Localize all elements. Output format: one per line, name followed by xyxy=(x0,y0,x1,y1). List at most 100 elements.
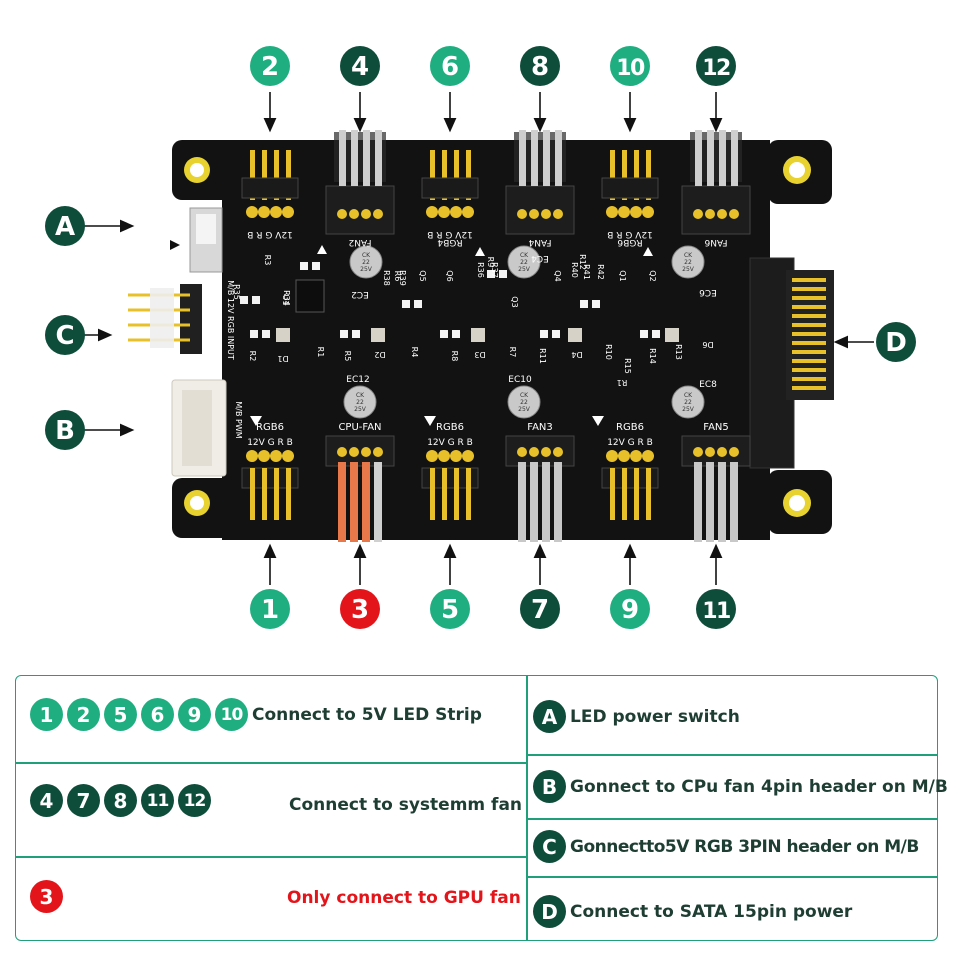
resistor-designator: R36 xyxy=(476,262,485,278)
header-label: CPU-FAN xyxy=(338,422,381,433)
header-pin xyxy=(374,462,382,542)
callout-circle xyxy=(520,589,560,629)
rgb-header-top[interactable] xyxy=(241,150,299,218)
led-power-switch[interactable] xyxy=(170,207,223,273)
header-pin xyxy=(622,468,627,520)
callout-circle xyxy=(340,46,380,86)
header-pin xyxy=(610,468,615,520)
pin-row-label: 12V G R B xyxy=(247,438,293,448)
rgb-led xyxy=(371,328,385,342)
callout-top: 8 xyxy=(520,46,560,86)
legend-badge: 5 xyxy=(104,698,137,731)
solder-pad xyxy=(606,206,618,218)
legend-table xyxy=(15,675,938,941)
rgb-header-top[interactable] xyxy=(601,150,659,218)
sata-power-connector[interactable] xyxy=(749,257,834,469)
callout-bottom: 7 xyxy=(520,589,560,629)
solder-pad xyxy=(246,450,258,462)
legend-group-system-fan: 4 7 8 11 12 xyxy=(30,784,215,817)
smd-pad xyxy=(640,330,648,338)
header-pin xyxy=(646,468,651,520)
rgb-input-header[interactable] xyxy=(128,284,202,354)
callout-circle xyxy=(876,322,916,362)
capacitor-designator: EC4 xyxy=(531,253,549,263)
legend-badge: 3 xyxy=(30,880,63,913)
solder-pad xyxy=(529,209,539,219)
pin1-marker xyxy=(250,416,262,426)
header-pin xyxy=(622,150,627,200)
solder-pad xyxy=(705,209,715,219)
resistor-designator: R4 xyxy=(410,347,419,358)
solder-pad xyxy=(462,206,474,218)
rgb-header-bottom[interactable] xyxy=(601,450,659,520)
capacitor-label: CK xyxy=(356,392,365,399)
solder-pad xyxy=(642,206,654,218)
header-pin xyxy=(530,462,538,542)
callout-bottom: 1 xyxy=(250,589,290,629)
rgb-led xyxy=(665,328,679,342)
capacitor-label: 25V xyxy=(682,266,695,273)
header-pin xyxy=(694,462,702,542)
smd-pad-pair xyxy=(340,330,360,338)
capacitor-designator: EC8 xyxy=(699,380,717,390)
legend-group-gpu-fan: 3 xyxy=(30,880,67,913)
mounting-hole xyxy=(184,490,210,516)
resistor-designator: R2 xyxy=(248,351,257,362)
legend-text: Connect to SATA 15pin power xyxy=(570,901,853,922)
solder-pad xyxy=(541,447,551,457)
capacitor-body xyxy=(343,385,377,419)
header-pin xyxy=(646,150,651,200)
legend-divider xyxy=(526,676,528,940)
callout-label: 2 xyxy=(261,52,279,82)
pin-row-label: 12V G R B xyxy=(427,229,473,239)
fan-header-bottom[interactable] xyxy=(681,435,751,542)
fan-header-top[interactable] xyxy=(505,130,575,235)
mounting-hole xyxy=(184,157,210,183)
rgb-header-bottom[interactable] xyxy=(241,450,299,520)
header-housing xyxy=(325,435,395,467)
resistor-designator: R3 xyxy=(263,255,272,266)
header-pin xyxy=(351,130,358,186)
capacitor-body xyxy=(349,245,383,279)
ic-chip xyxy=(295,279,325,313)
header-pin xyxy=(706,462,714,542)
header-pin xyxy=(554,462,562,542)
solder-pad xyxy=(541,209,551,219)
resistor-designator: R11 xyxy=(538,348,547,364)
fan-header-top[interactable] xyxy=(681,130,751,235)
smd-pad-pair xyxy=(580,300,600,308)
capacitor-label: 22 xyxy=(684,259,692,266)
solder-pad xyxy=(282,206,294,218)
fan-header-top[interactable] xyxy=(325,130,395,235)
header-pin xyxy=(338,462,346,542)
header-pin xyxy=(454,468,459,520)
header-pin xyxy=(250,150,255,200)
smd-pad-pair xyxy=(402,300,422,308)
smd-pad xyxy=(250,330,258,338)
rgb-header-top[interactable] xyxy=(421,150,479,218)
capacitor-label: CK xyxy=(362,252,371,259)
callout-top: 10 xyxy=(610,46,650,86)
pwm-input-connector[interactable] xyxy=(171,379,227,477)
header-pin xyxy=(430,468,435,520)
resistor-designator: R7 xyxy=(508,347,517,358)
fan-header-bottom[interactable] xyxy=(325,435,395,542)
smd-pad xyxy=(300,262,308,270)
solder-pad xyxy=(349,209,359,219)
header-label: RGB6 xyxy=(256,422,284,433)
legend-item-a: A LED power switch xyxy=(533,700,740,733)
smd-pad-pair xyxy=(440,330,460,338)
legend-group-led-strip: 1 2 5 6 9 10 Connect to 5V LED Strip xyxy=(30,698,482,731)
legend-badge: 9 xyxy=(178,698,211,731)
rgb-header-bottom[interactable] xyxy=(421,450,479,520)
callout-top: 4 xyxy=(340,46,380,86)
header-pin xyxy=(466,150,471,200)
fan-header-bottom[interactable] xyxy=(505,435,575,542)
solder-pad xyxy=(693,209,703,219)
header-pin xyxy=(442,150,447,200)
solder-pad xyxy=(270,206,282,218)
legend-group-system-fan-text: Connect to systemm fan xyxy=(289,795,522,815)
smd-pad xyxy=(652,330,660,338)
